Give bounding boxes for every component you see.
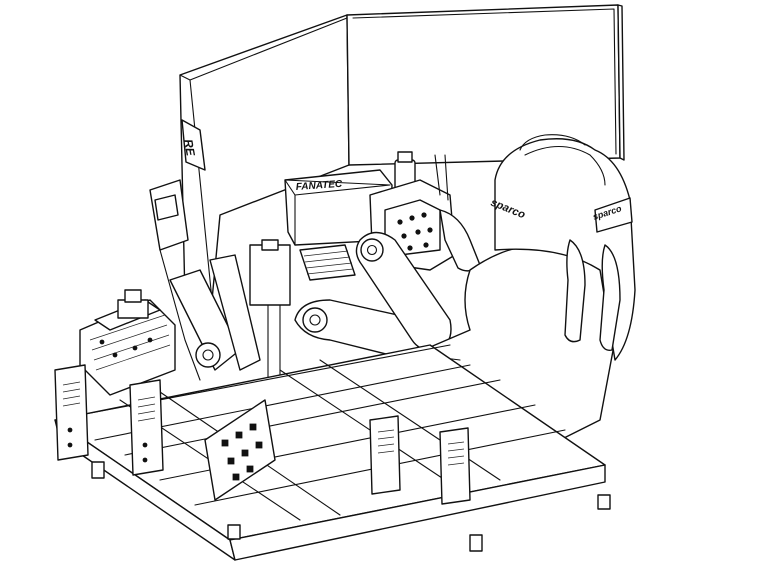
upright-plate-left — [54, 364, 89, 461]
upright-plate-mid — [129, 379, 164, 476]
upright-plate-rear — [369, 415, 471, 505]
frame-feet — [91, 461, 611, 552]
pedal-plate — [204, 399, 276, 501]
keyboard-tray — [299, 244, 356, 281]
monitor-badge: RE — [181, 138, 198, 158]
shifter-box — [79, 289, 176, 396]
racing-seat: sparco sparco — [334, 134, 636, 464]
monitor-pole — [249, 239, 291, 471]
wheel-deck-arm-right — [355, 209, 481, 351]
monitor-center — [346, 4, 621, 166]
wheelbase-brand: FANATEC — [295, 179, 343, 193]
monitor-stand — [149, 179, 261, 381]
monitor-right-edge — [617, 4, 625, 161]
